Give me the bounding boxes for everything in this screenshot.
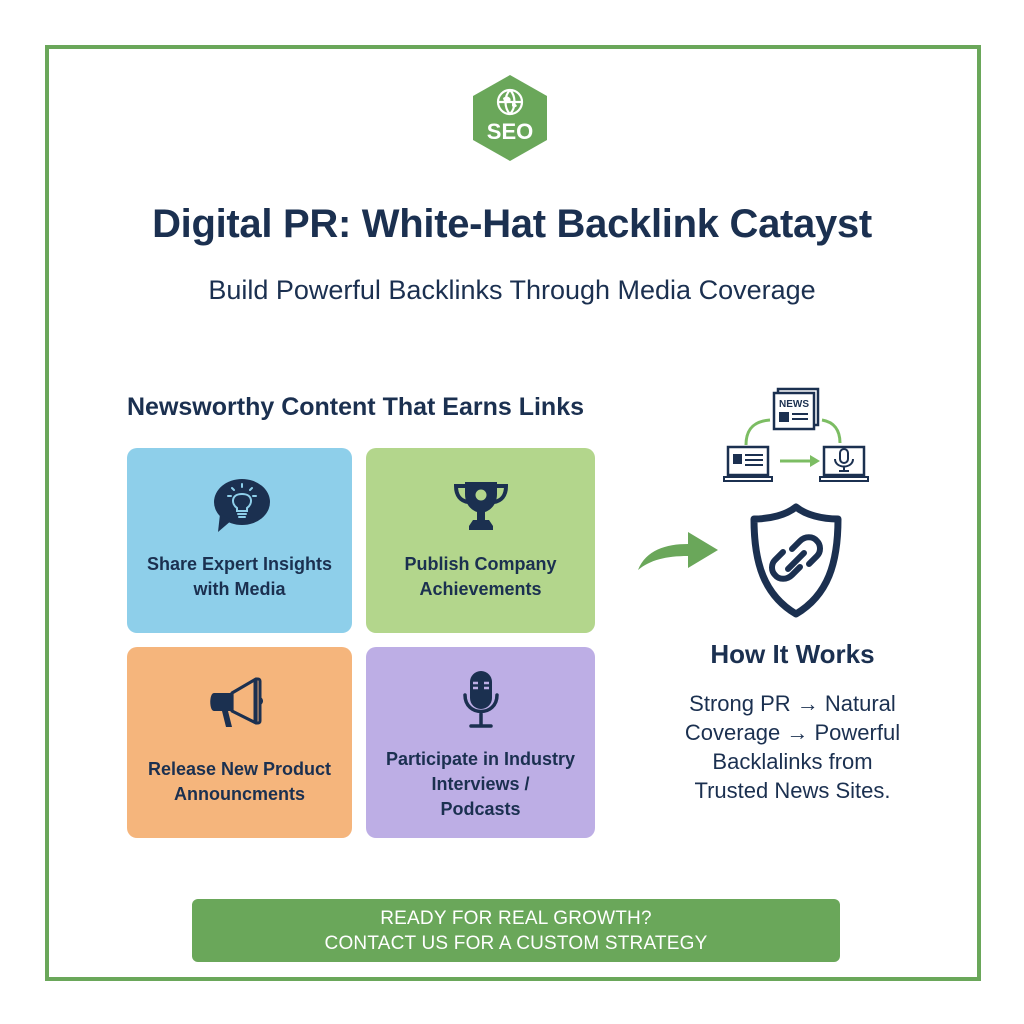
card-industry-interviews-podcasts: Participate in Industry Interviews / Pod… [366, 647, 595, 838]
how-it-works-description: Strong PR → Natural Coverage → Powerful … [660, 689, 925, 805]
card-label-line: with Media [193, 579, 286, 599]
page-title: Digital PR: White-Hat Backlink Catayst [152, 202, 872, 246]
shield-link-icon [750, 503, 842, 618]
megaphone-icon [209, 677, 263, 727]
newspaper-icon: NEWS [772, 387, 820, 431]
card-label-line: Achievements [419, 579, 542, 599]
cta-line-2: CONTACT US FOR A CUSTOM STRATEGY [324, 933, 708, 954]
cta-line-1: READY FOR REAL GROWTH? [380, 908, 652, 929]
page-subtitle: Build Powerful Backlinks Through Media C… [208, 275, 816, 305]
page-border-frame [45, 45, 981, 981]
seo-hexagon-icon: SEO [473, 75, 547, 161]
svg-text:NEWS: NEWS [779, 399, 809, 410]
media-network-icon: NEWS [723, 387, 869, 482]
how-it-works-line: Strong PR → Natural [689, 691, 896, 716]
card-share-expert-insights: Share Expert Insights with Media [127, 448, 352, 633]
curved-arrow-icon [638, 532, 718, 570]
lightbulb-speech-bubble-icon [213, 479, 270, 532]
microphone-icon [462, 671, 499, 728]
card-release-new-product-announcements: Release New Product Announcments [127, 647, 352, 838]
laptop-article-icon [723, 445, 773, 482]
card-label-line: Release New Product [147, 759, 332, 779]
card-label-line: Interviews / [431, 774, 530, 794]
seo-logo-badge: SEO [470, 73, 550, 163]
how-it-works-line: Coverage → Powerful [684, 720, 901, 745]
trophy-icon [453, 482, 508, 530]
contact-cta-button[interactable]: READY FOR REAL GROWTH? CONTACT US FOR A … [192, 899, 840, 962]
card-label-line: Podcasts [440, 799, 521, 819]
card-label-line: Publish Company [404, 554, 557, 574]
svg-text:SEO: SEO [487, 119, 533, 144]
how-it-works-line: Trusted News Sites. [694, 778, 891, 803]
laptop-podcast-icon [819, 445, 869, 482]
how-it-works-line: Backlalinks from [712, 749, 873, 774]
how-it-works-title: How It Works [710, 639, 875, 669]
card-label-line: Share Expert Insights [146, 554, 333, 574]
card-label-line: Announcments [173, 784, 305, 804]
section-title: Newsworthy Content That Earns Links [127, 393, 585, 421]
chain-link-icon [769, 534, 823, 582]
card-publish-company-achievements: Publish Company Achievements [366, 448, 595, 633]
card-label-line: Participate in Industry [385, 749, 576, 769]
